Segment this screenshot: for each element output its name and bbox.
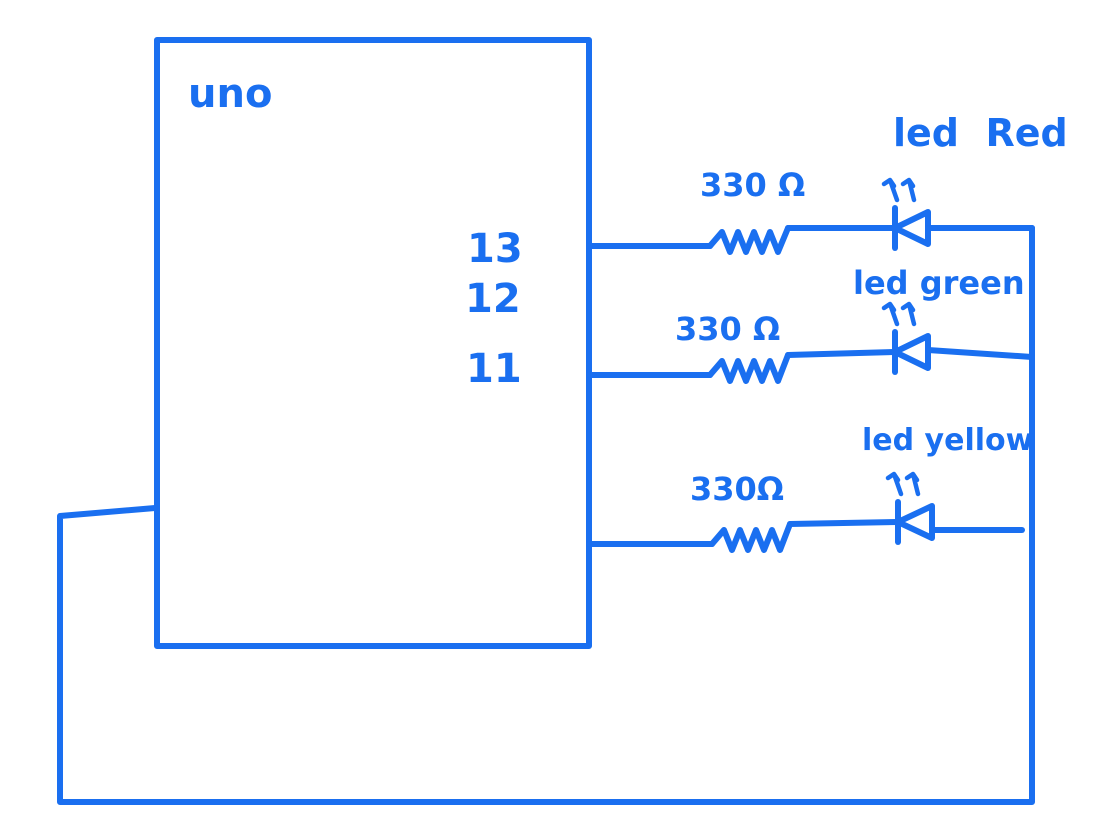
- led-yellow: [885, 471, 935, 545]
- led-green: [881, 301, 931, 375]
- pin-label-12: 12: [465, 276, 521, 322]
- light-arrows-icon: [881, 177, 917, 203]
- resistor-label-yellow: 330Ω: [690, 470, 784, 508]
- led-red: [881, 177, 931, 251]
- light-arrows-icon: [885, 471, 921, 497]
- resistor-yellow: [709, 521, 793, 553]
- circuit-ink: uno 13 12 11 330 Ω led Red 330 Ω led gre: [57, 37, 1068, 805]
- light-arrows-icon: [881, 301, 917, 327]
- wire-resistor-to-led-yellow: [787, 519, 901, 527]
- resistor-red: [707, 225, 791, 255]
- board-label: uno: [188, 71, 272, 117]
- resistor-green: [707, 352, 791, 384]
- resistor-label-red: 330 Ω: [700, 166, 805, 204]
- ground-return-wire: [57, 225, 1035, 805]
- resistor-label-green: 330 Ω: [675, 310, 780, 348]
- wire-led-green-to-ground: [925, 347, 1035, 360]
- led-label-red: led Red: [893, 111, 1068, 155]
- pin-label-11: 11: [466, 346, 522, 392]
- wire-resistor-to-led-green: [785, 349, 898, 358]
- led-label-yellow: led yellow: [862, 423, 1033, 458]
- led-label-green: led green: [853, 264, 1025, 302]
- uno-board: [154, 37, 592, 649]
- pin-label-13: 13: [467, 226, 523, 272]
